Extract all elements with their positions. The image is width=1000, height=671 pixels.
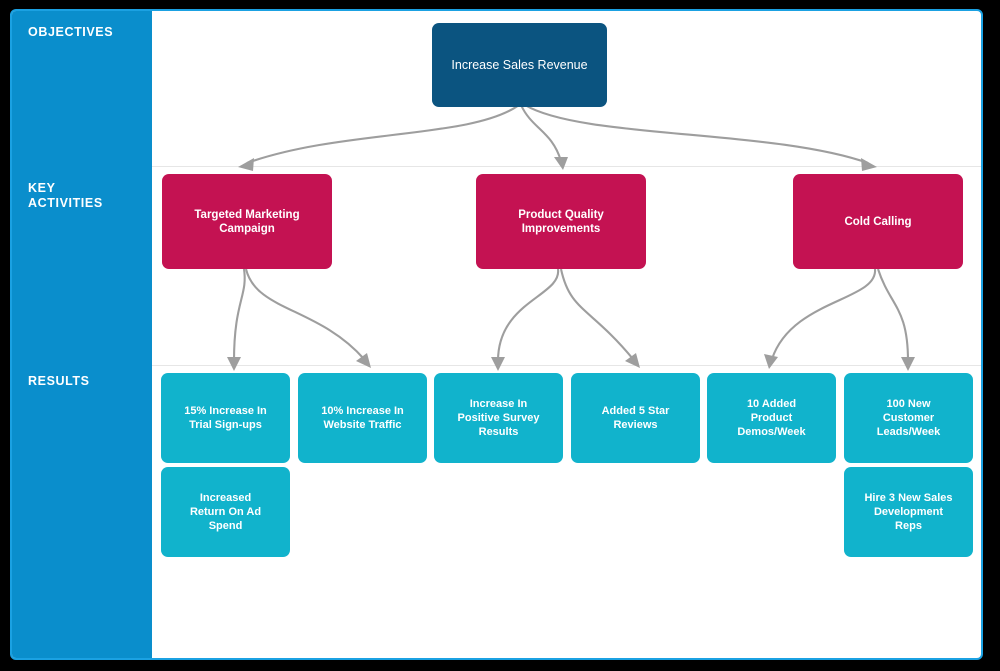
connector-act3-res5 (764, 268, 877, 369)
swimlane-label-key-activities-line2: ACTIVITIES (28, 196, 103, 210)
node-activity-2-line2: Improvements (521, 222, 601, 235)
node-result-return-on-ad-spend[interactable]: Increased Return On Ad Spend (161, 467, 290, 557)
node-result-4-line1: Added 5 Star (601, 405, 670, 417)
node-activity-product-quality-improvements[interactable]: Product Quality Improvements (476, 174, 646, 269)
diagram-canvas[interactable]: OBJECTIVES KEY ACTIVITIES RESULTS (10, 9, 983, 660)
node-result-1-line1: 15% Increase In (184, 405, 267, 417)
node-activity-2-line1: Product Quality (518, 208, 604, 221)
node-result-6-line2: Customer (882, 412, 935, 424)
lane-divider-objectives-activities (152, 166, 981, 167)
node-result-4-line2: Reviews (613, 419, 658, 431)
node-result-6-line3: Leads/Week (876, 426, 941, 438)
node-result-product-demos[interactable]: 10 Added Product Demos/Week (707, 373, 836, 463)
node-result-8-line3: Reps (895, 520, 922, 532)
node-result-hire-sales-development-reps[interactable]: Hire 3 New Sales Development Reps (844, 467, 973, 557)
node-activity-1-line2: Campaign (219, 222, 275, 235)
swimlane-label-column: OBJECTIVES KEY ACTIVITIES RESULTS (12, 11, 152, 658)
node-objective-increase-sales-revenue[interactable]: Increase Sales Revenue (432, 23, 607, 107)
node-result-8-line1: Hire 3 New Sales (864, 492, 953, 504)
node-result-7-line1: Increased (199, 492, 252, 504)
node-result-3-line1: Increase In (469, 398, 528, 410)
node-result-positive-survey-results[interactable]: Increase In Positive Survey Results (434, 373, 563, 463)
node-result-8-line2: Development (873, 506, 944, 518)
swimlane-label-objectives: OBJECTIVES (28, 25, 114, 39)
node-activity-3-line1: Cold Calling (844, 215, 912, 228)
connector-act2-res4 (559, 268, 640, 368)
node-result-7-line3: Spend (208, 520, 243, 532)
node-result-5-line1: 10 Added (746, 398, 797, 410)
node-result-5-line2: Product (750, 412, 793, 424)
connector-act1-res1 (227, 268, 246, 371)
connector-layer (227, 104, 915, 371)
node-result-website-traffic[interactable]: 10% Increase In Website Traffic (298, 373, 427, 463)
connector-act3-res6 (877, 268, 915, 371)
node-result-customer-leads[interactable]: 100 New Customer Leads/Week (844, 373, 973, 463)
swimlane-label-key-activities-line1: KEY (28, 181, 56, 195)
node-activity-targeted-marketing-campaign[interactable]: Targeted Marketing Campaign (162, 174, 332, 269)
node-result-2-line2: Website Traffic (323, 419, 402, 431)
node-result-3-line2: Positive Survey (457, 412, 540, 424)
connector-obj1-act3 (524, 104, 877, 171)
node-result-trial-signups[interactable]: 15% Increase In Trial Sign-ups (161, 373, 290, 463)
connector-act1-res2 (244, 268, 371, 368)
connector-act2-res3 (491, 268, 560, 371)
node-result-1-line2: Trial Sign-ups (189, 419, 262, 431)
swimlane-label-results: RESULTS (28, 374, 90, 388)
node-result-6-line1: 100 New (886, 398, 931, 410)
node-result-3-line3: Results (478, 426, 519, 438)
node-activity-cold-calling[interactable]: Cold Calling (793, 174, 963, 269)
connector-obj1-act1 (238, 104, 520, 171)
connector-obj1-act2 (520, 104, 568, 170)
node-objective-label: Increase Sales Revenue (451, 57, 588, 72)
node-result-7-line2: Return On Ad (189, 506, 262, 518)
node-activity-1-line1: Targeted Marketing (194, 208, 300, 221)
swimlane-label-key-activities: KEY ACTIVITIES (28, 181, 103, 211)
node-result-5-line3: Demos/Week (737, 426, 806, 438)
node-result-2-line1: 10% Increase In (321, 405, 404, 417)
lane-divider-activities-results (152, 365, 981, 366)
node-result-five-star-reviews[interactable]: Added 5 Star Reviews (571, 373, 700, 463)
